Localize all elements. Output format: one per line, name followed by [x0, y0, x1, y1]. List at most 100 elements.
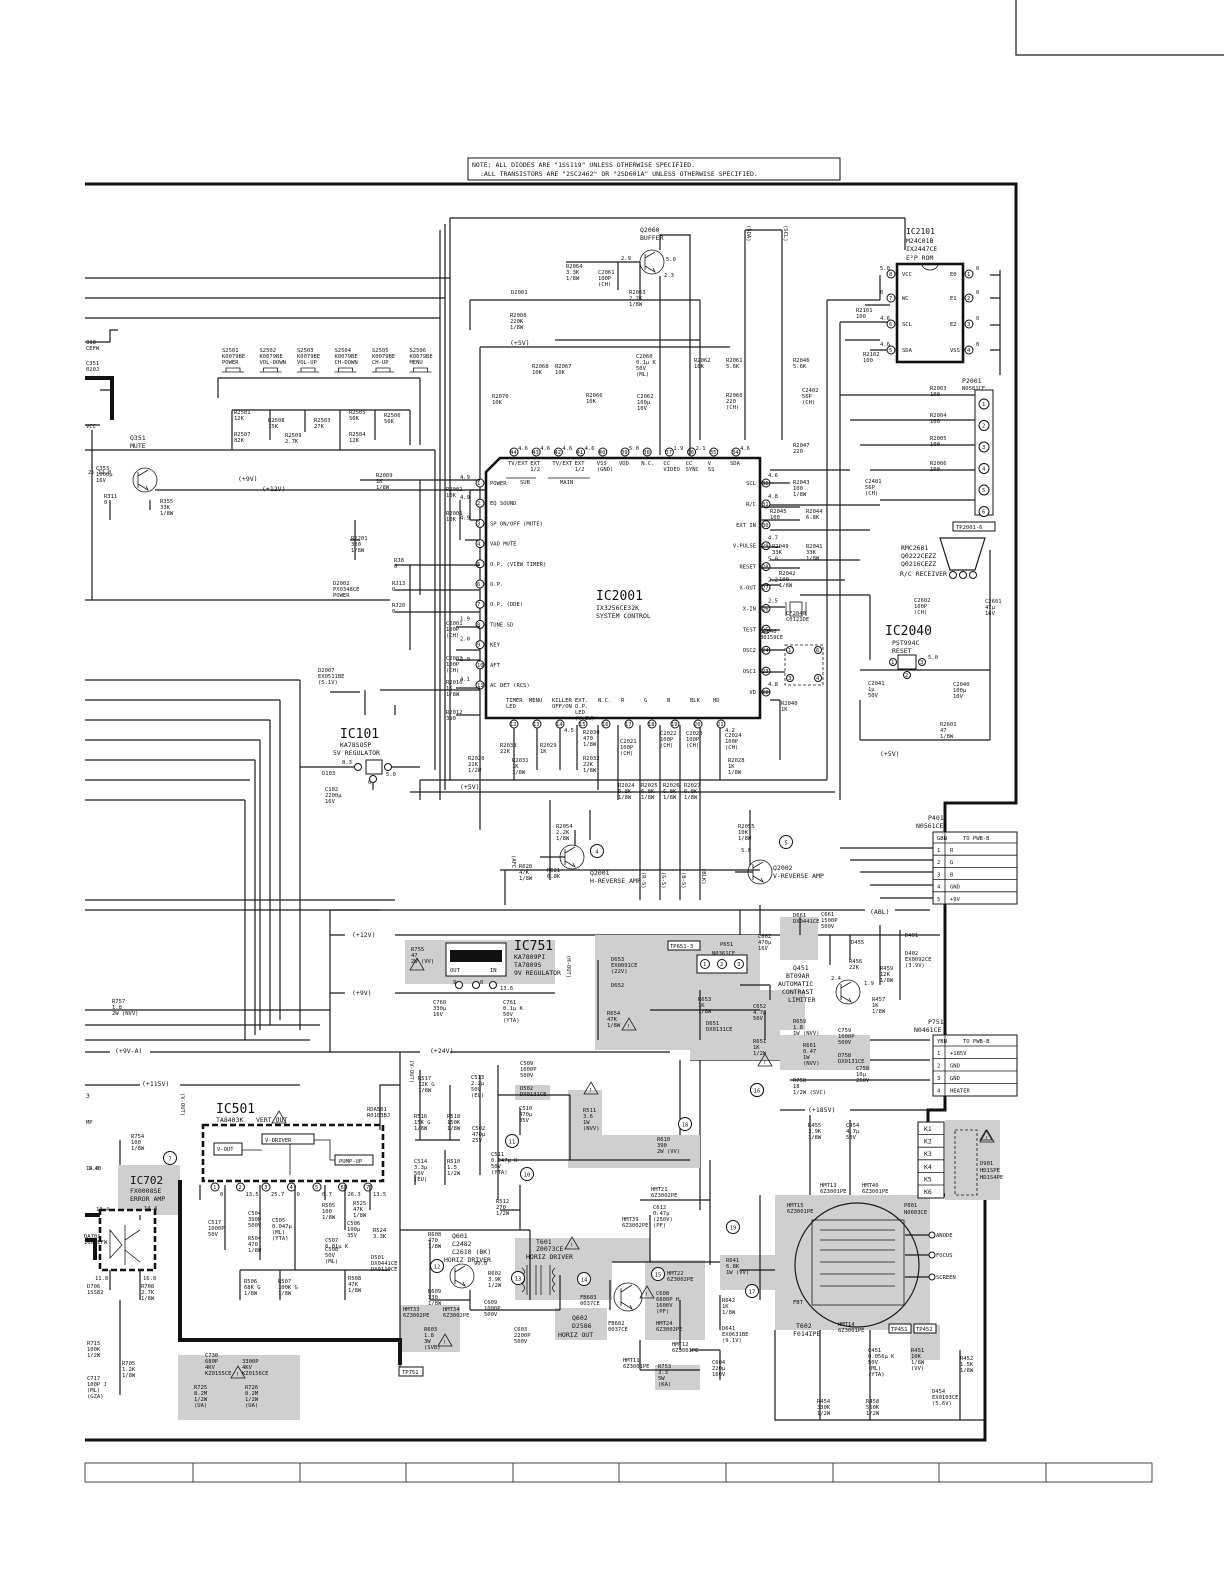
ic2040-part: PST994C [892, 639, 919, 647]
svg-text:3: 3 [788, 676, 791, 682]
waveform-marker-label: 17 [749, 1290, 756, 1296]
warning-icon: ! [639, 1285, 655, 1299]
fbt-t602: FBT T602 F014IPE ANODE FOCUS SCREEN [774, 1202, 985, 1421]
ic2001-pin-voltage: 1.9 [460, 616, 470, 622]
ic501-pin-voltage: 0 [220, 1192, 223, 1198]
ic2001-pin-voltage: 4.5 [564, 728, 574, 734]
waveform-marker-label: 10 [524, 1173, 531, 1179]
ic501-pin-number: 3 [264, 1185, 267, 1191]
switch-ref: S2504 [335, 348, 352, 354]
q2002-v-reverse: Q2002 V-REVERSE AMP 5.0 [735, 848, 824, 885]
k-row-label: K5 [924, 1175, 932, 1183]
ic2001-pin-label: LED [506, 704, 516, 710]
rmc2601-receiver: RMC2601 Q0222CEZZ Q0216CEZZ R/C RECEIVER [900, 537, 986, 579]
ic2001-pin-voltage: 4.9 [460, 475, 470, 481]
ic2101-pin [964, 319, 974, 329]
svg-text:!: ! [589, 1088, 592, 1094]
svg-text:!: ! [627, 1024, 630, 1030]
ic501-pin [236, 1182, 245, 1192]
label-hout: (H-OUT) [565, 955, 571, 978]
ic2101-pin-voltage: 0 [976, 266, 979, 272]
waveform-marker-label: 13 [515, 1277, 522, 1283]
ic501-pin-voltage: 26.3 [348, 1192, 361, 1198]
ic2101-pin-voltage: 5.0 [880, 266, 890, 272]
q601-part2: C2610 (BK) [452, 1248, 491, 1256]
switches-layer: S2501K0079BEPOWERS2502K0079BEVOL-DOWNS25… [222, 348, 433, 373]
p401-header-b: TO PWB-B [963, 836, 990, 842]
ic2001-pin-voltage: 5.0 [768, 557, 778, 563]
t602-part: F014IPE [793, 1330, 820, 1338]
frame-border [85, 182, 1018, 1442]
ic2001-pin-label: V-PULSE [733, 544, 756, 550]
ic2001-pin-label: O.P. [575, 704, 588, 710]
ic2001-pin-number: 17 [625, 722, 632, 728]
waveform-marker-label: 12 [434, 1265, 441, 1271]
p751-row-signal: +185V [950, 1051, 967, 1057]
waveform-marker-label: 16 [754, 1089, 761, 1095]
ic2001-pin-voltage: 4.6 [768, 473, 778, 479]
waveform-marker [651, 1267, 665, 1281]
ic2040-func: RESET [892, 647, 912, 655]
waveform-marker [745, 1284, 759, 1298]
ic2001-pin-label: BLK [690, 698, 701, 704]
q351-func: MUTE [130, 442, 146, 450]
ic2101-pin [964, 269, 974, 279]
p401-connector: P401 N0561CE GBN TO PWB-B [840, 814, 1018, 905]
q351-mute: Q351 MUTE [85, 376, 500, 600]
ic751-in: IN [490, 968, 497, 974]
ic2001-pin [761, 624, 771, 634]
ic501-pin-voltage: 0 [297, 1192, 300, 1198]
ic2001-pin-label: RESET [739, 565, 756, 571]
ic2001-pin-number: 40 [599, 450, 606, 456]
ic2001-pin-voltage: 4.2 [725, 728, 735, 734]
ic2001-func: SYSTEM CONTROL [596, 612, 651, 620]
ic2001-pin [731, 447, 741, 457]
ic2001-pin-number: 34 [732, 450, 739, 456]
ic2001-pin [475, 680, 485, 690]
switch-ref: S2505 [372, 348, 389, 354]
q601-func: HORIZ DRIVER [444, 1256, 491, 1264]
rail-p185v: (+185V) [808, 1106, 835, 1114]
ic751-vgnd: 0 [480, 980, 483, 986]
ic501-pin-number: 5 [315, 1185, 318, 1191]
ic2001-pin-number: 44 [510, 450, 517, 456]
ic2001-pin-voltage: 4.8 [768, 682, 778, 688]
p401-row-number: 4 [937, 885, 941, 891]
q451-ref: Q451 [793, 964, 809, 972]
p401-ref: P401 [928, 814, 944, 822]
ic501-part: TA8403K [216, 1116, 243, 1124]
ic2001-pin-label: N.C. [641, 461, 654, 467]
ic2001-ref: IC2001 [596, 589, 643, 604]
switch-symbol [259, 367, 282, 373]
q602-horiz-out: Q602 D2586 HORIZ OUT [558, 1282, 643, 1339]
ic2001-pin [475, 599, 485, 609]
warning-icon: ! [437, 1333, 453, 1347]
ic2001-pin-voltage: 4.9 [460, 515, 470, 521]
ic2001-pin-number: 18 [648, 722, 655, 728]
switch-symbol [409, 367, 432, 373]
ic501-pin-voltage: 13.5 [246, 1192, 259, 1198]
ic2001-pin-label: O.P. (DDE) [490, 602, 523, 608]
ic2001-pin-number: 13 [533, 722, 540, 728]
switch-symbol [222, 367, 244, 373]
